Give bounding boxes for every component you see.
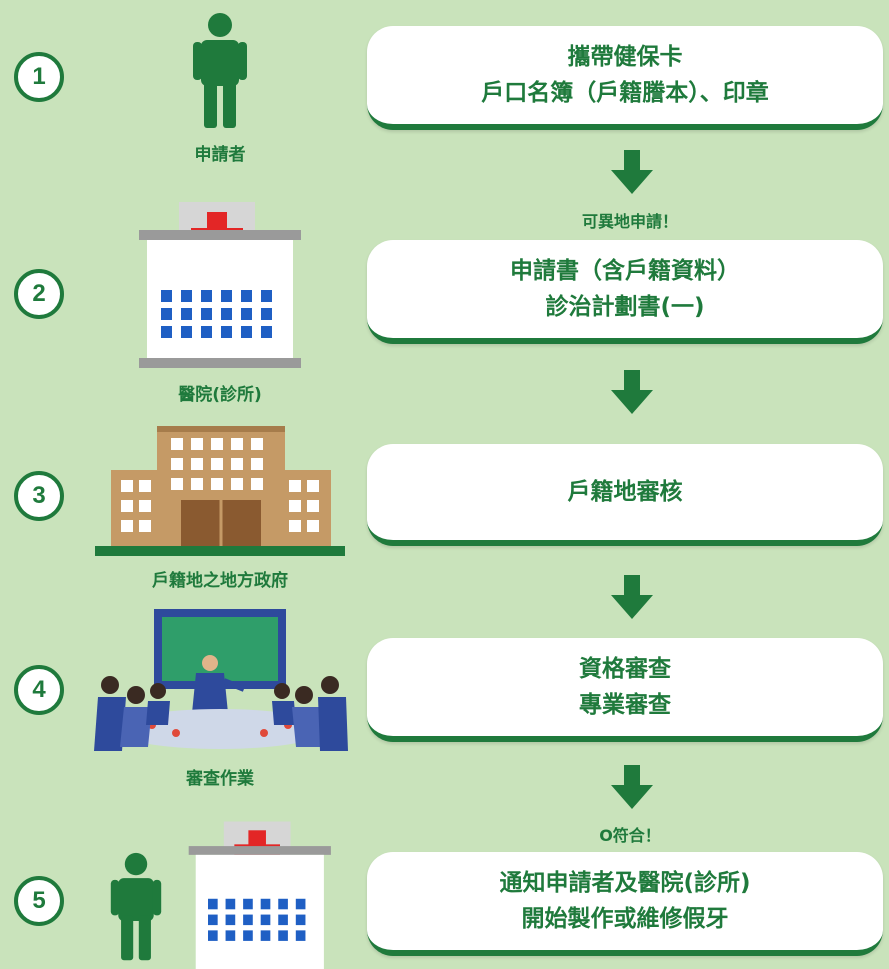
down-arrow-icon: [611, 150, 653, 194]
remote-application-note: 可異地申請！: [581, 212, 678, 231]
eligible-note: O符合！: [599, 826, 661, 845]
step-3-line-1: 戶籍地審核: [567, 479, 683, 505]
hospital-icon: [188, 821, 331, 969]
down-arrow-icon: [611, 575, 653, 619]
step-3-number: 3: [14, 471, 64, 521]
step-4-line-2: 專業審查: [579, 692, 671, 718]
step-4-line-1: 資格審查: [579, 656, 671, 682]
step-1-number: 1: [14, 52, 64, 102]
step-2-line-2: 診治計劃書(一): [545, 294, 705, 320]
government-building-icon: [95, 426, 345, 556]
person-icon: [110, 852, 162, 961]
applicant-caption: 申請者: [194, 145, 246, 165]
step-4-box: 資格審查 專業審查: [367, 638, 883, 742]
step-2-box: 申請書（含戶籍資料） 診治計劃書(一): [367, 240, 883, 344]
meeting-icon: [94, 609, 348, 751]
step-1-line-1: 攜帶健保卡: [567, 44, 683, 70]
review-caption: 審查作業: [186, 769, 254, 789]
hospital-icon: [139, 202, 301, 368]
step-1-box: 攜帶健保卡 戶口名簿（戶籍謄本）、印章: [367, 26, 883, 130]
person-icon: [193, 13, 247, 128]
hospital-caption: 醫院(診所): [178, 385, 262, 405]
down-arrow-icon: [611, 765, 653, 809]
step-5-box: 通知申請者及醫院(診所) 開始製作或維修假牙: [367, 852, 883, 956]
down-arrow-icon: [611, 370, 653, 414]
step-2-line-1: 申請書（含戶籍資料）: [510, 258, 740, 284]
step-5-number: 5: [14, 876, 64, 926]
step-1-line-2: 戶口名簿（戶籍謄本）、印章: [481, 80, 769, 106]
step-2-number: 2: [14, 269, 64, 319]
step-5-line-2: 開始製作或維修假牙: [521, 906, 729, 932]
step-4-number: 4: [14, 665, 64, 715]
step-5-line-1: 通知申請者及醫院(診所): [499, 870, 751, 896]
step-3-box: 戶籍地審核: [367, 444, 883, 546]
local-government-caption: 戶籍地之地方政府: [152, 571, 288, 591]
